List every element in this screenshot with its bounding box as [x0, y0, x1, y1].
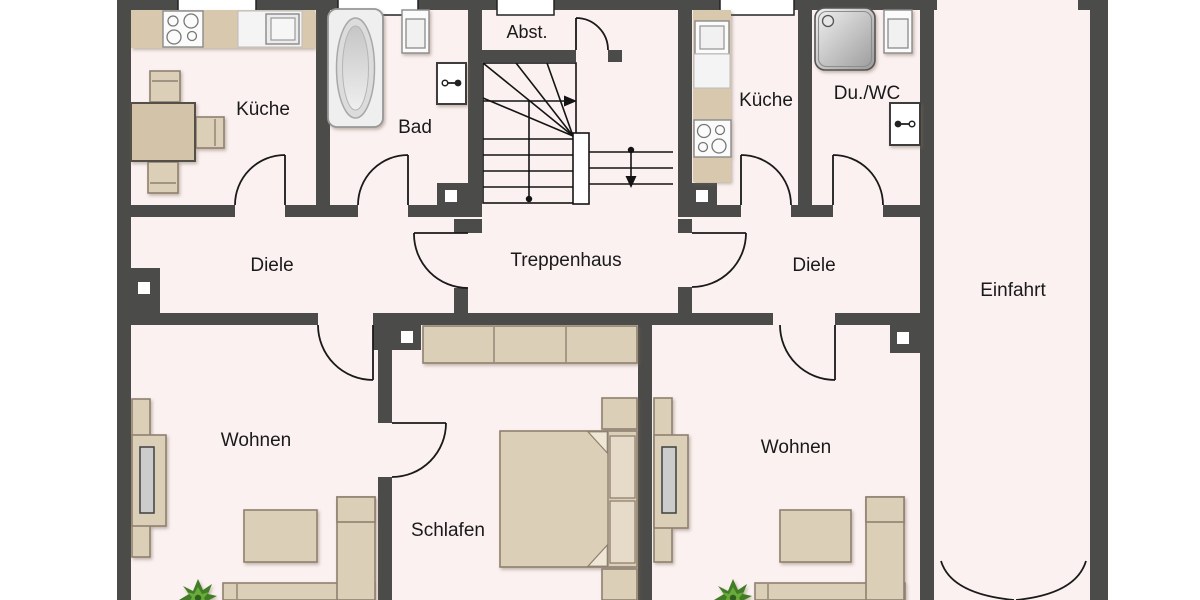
room-label-bad: Bad — [398, 117, 432, 138]
wall-joint-markers — [138, 190, 909, 344]
room-label-einfahrt: Einfahrt — [980, 280, 1046, 301]
corner-sofa — [754, 496, 906, 600]
shower-icon — [814, 7, 876, 71]
pillow — [609, 500, 636, 564]
wall-wohnen-schlafen-lower — [378, 477, 392, 600]
washbasin-icon — [883, 9, 913, 54]
room-label-diele-left: Diele — [250, 255, 293, 276]
room-label-kueche-right: Küche — [739, 90, 793, 111]
pillow — [609, 435, 636, 499]
sink-icon — [694, 20, 730, 55]
dining-table — [130, 102, 196, 162]
corner-sofa — [222, 496, 376, 600]
wall-abst-bottom — [482, 50, 576, 62]
coffee-table — [243, 509, 318, 563]
tv-board — [131, 398, 167, 558]
sofa — [422, 325, 638, 364]
room-label-abst: Abst. — [506, 22, 547, 42]
walls — [117, 0, 1108, 600]
wall-wohnen-schlafen-upper — [378, 325, 392, 423]
room-label-duwc: Du./WC — [834, 83, 901, 104]
coffee-table — [779, 509, 852, 563]
room-label-kueche-left: Küche — [236, 99, 290, 120]
up-arrow-icon — [564, 95, 577, 107]
bed — [499, 430, 638, 568]
windows — [177, 0, 795, 16]
wall-treppenhaus-kueche-right — [678, 10, 692, 217]
room-label-wohnen-left: Wohnen — [221, 430, 291, 451]
kitchen-cabinet — [693, 53, 731, 89]
wall-einfahrt-left — [920, 0, 934, 600]
toilet-icon — [889, 102, 921, 146]
chair — [147, 161, 179, 194]
washbasin-icon — [401, 9, 430, 54]
wall-outer-left — [117, 0, 131, 600]
door-arc-schlafen — [391, 422, 447, 478]
nightstand — [601, 568, 638, 600]
bathtub-icon — [327, 8, 384, 128]
door-arc-treppenhaus-left — [413, 232, 469, 289]
room-labels: Küche Bad Abst. Treppenhaus Küche Du./WC… — [221, 22, 1047, 541]
sink-icon — [237, 10, 303, 48]
chair — [195, 116, 225, 149]
room-label-schlafen: Schlafen — [411, 520, 485, 541]
tv-board — [653, 397, 689, 563]
door-arc-wohnen-left — [317, 324, 374, 381]
door-arc-bad — [357, 154, 409, 206]
furniture — [130, 7, 921, 600]
door-arc-abst — [575, 17, 609, 51]
nightstand — [601, 397, 638, 430]
door-arc-duwc — [832, 154, 884, 206]
stove-icon — [693, 119, 732, 158]
doors — [234, 17, 1087, 600]
chair — [149, 70, 181, 103]
wall-bad-treppenhaus — [468, 10, 482, 217]
room-label-diele-right: Diele — [792, 255, 835, 276]
double-door-einfahrt — [940, 560, 1087, 600]
door-arc-kueche-right — [740, 154, 792, 206]
staircase — [482, 62, 673, 205]
window — [496, 0, 555, 16]
room-label-wohnen-right: Wohnen — [761, 437, 831, 458]
wall-schlafen-wohnen-right — [638, 325, 652, 600]
window — [719, 0, 795, 16]
door-arc-treppenhaus-right — [691, 232, 747, 288]
wall-kueche-bad — [316, 10, 330, 217]
door-arc-kueche-left — [234, 154, 286, 206]
room-label-treppenhaus: Treppenhaus — [510, 250, 621, 271]
down-arrow-icon — [625, 176, 637, 188]
wall-kueche-duwc — [798, 10, 812, 217]
wall-outer-right — [1090, 0, 1108, 600]
stove-icon — [162, 10, 204, 48]
toilet-icon — [436, 62, 467, 105]
door-arc-wohnen-right — [779, 324, 836, 381]
